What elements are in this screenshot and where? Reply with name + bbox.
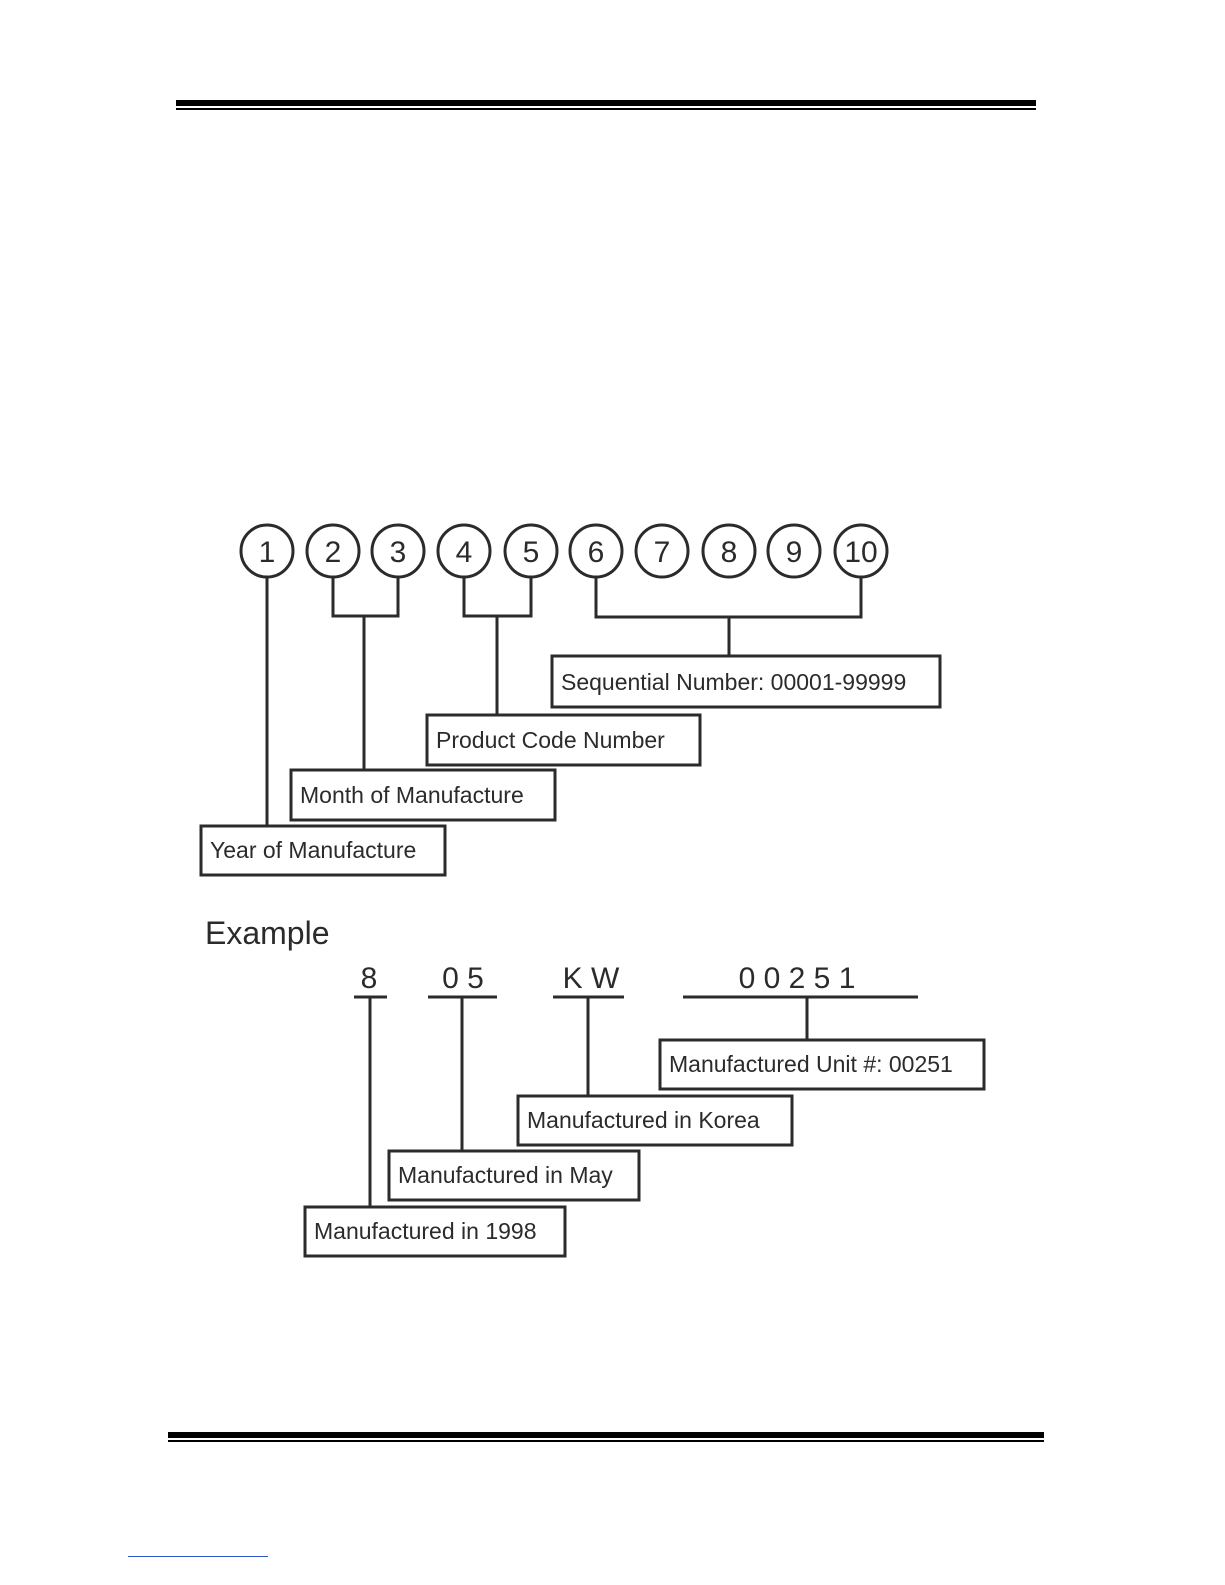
digit-3: 3 [390,536,407,569]
connector-product [464,577,531,616]
footer-link-underline [128,1556,268,1557]
digit-10: 10 [844,536,877,569]
example-code-product: K W [563,962,620,995]
example-label-month: Manufactured in May [398,1162,613,1188]
digit-1: 1 [259,536,276,569]
label-product-code: Product Code Number [436,727,665,753]
example-code-unit: 0 0 2 5 1 [739,962,856,995]
example-label-year: Manufactured in 1998 [314,1218,537,1244]
digit-9: 9 [786,536,803,569]
example-code-year: 8 [361,962,378,995]
label-year-of-manufacture: Year of Manufacture [210,837,416,863]
label-month-of-manufacture: Month of Manufacture [300,782,524,808]
example-code-month: 0 5 [442,962,484,995]
digit-7: 7 [654,536,671,569]
digit-4: 4 [456,536,473,569]
digit-2: 2 [325,536,342,569]
digit-5: 5 [523,536,540,569]
example-heading: Example [205,915,330,951]
digit-6: 6 [588,536,605,569]
footer-rule [168,1432,1044,1438]
label-sequential-number: Sequential Number: 00001-99999 [561,669,906,695]
connector-month [333,577,398,616]
footer-rule-thin [168,1440,1044,1442]
digit-8: 8 [721,536,738,569]
example-label-unit: Manufactured Unit #: 00251 [669,1051,953,1077]
example-label-country: Manufactured in Korea [527,1107,760,1133]
connector-sequential [596,577,861,617]
